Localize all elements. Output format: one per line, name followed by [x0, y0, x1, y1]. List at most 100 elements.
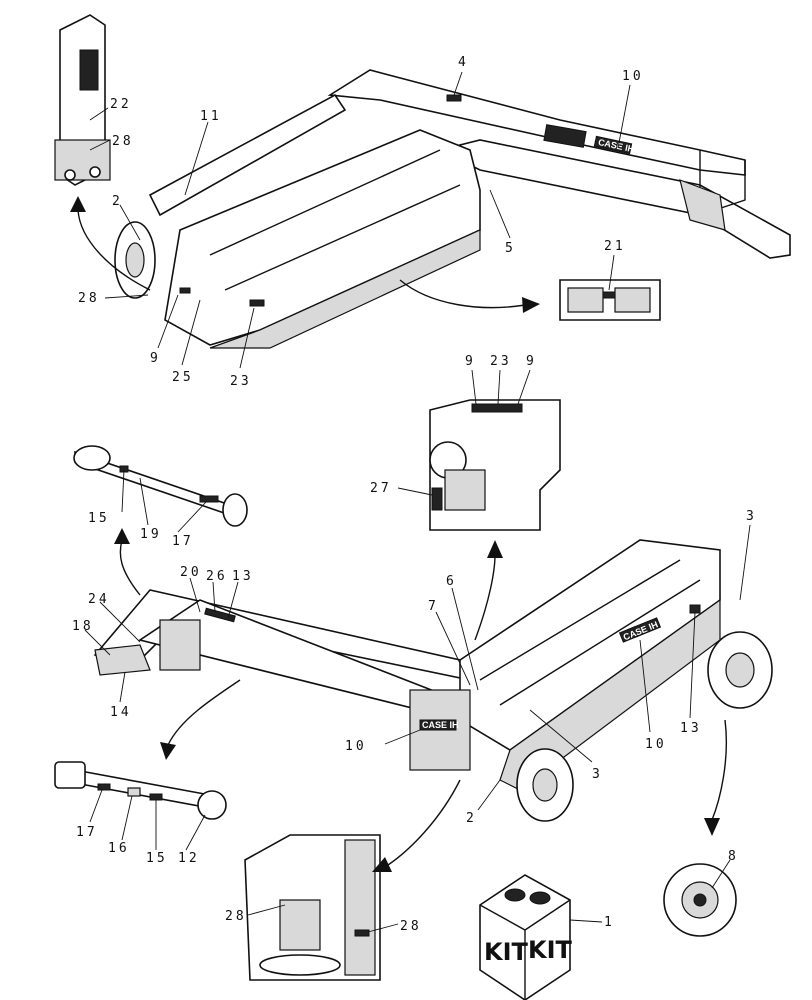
callout-4: 4: [458, 55, 469, 70]
leader-18: [84, 629, 111, 656]
top-mower-assembly: CASE IH: [114, 69, 791, 349]
leader-lines: [84, 71, 751, 933]
callout-15b: 15: [146, 851, 168, 866]
bottom-decals-20-26-13: [204, 607, 236, 623]
arrowhead-top-right: [522, 297, 540, 313]
arrow-to-bottom-inset: [387, 779, 461, 866]
bottom-front-hub: [532, 768, 558, 802]
leader-25: [181, 299, 201, 366]
callout-22: 22: [110, 97, 132, 112]
callout-5: 5: [505, 241, 516, 256]
leader-9c: [517, 369, 531, 405]
arrow-to-wheel-inset: [711, 719, 728, 821]
callout-28b: 28: [78, 291, 100, 306]
callout-3a: 3: [746, 509, 757, 524]
leader-13b: [227, 581, 239, 619]
callout-24: 24: [88, 592, 110, 607]
leader-9a: [157, 294, 179, 349]
bottom-rear-hub: [725, 652, 755, 688]
leader-11: [184, 121, 209, 196]
inset-21-decal: [602, 291, 616, 299]
leader-2b: [477, 779, 501, 811]
decal-15-lower: [149, 793, 163, 801]
arrow-to-top-left-inset: [77, 209, 151, 291]
inset-27-box: [444, 469, 486, 511]
bottom-decal-13: [689, 604, 701, 614]
arrowhead-lower-shaft: [160, 742, 176, 760]
arrowhead-mid-inset: [487, 540, 503, 558]
callout-28c: 28: [225, 909, 247, 924]
leader-4: [453, 71, 463, 96]
leader-27: [397, 487, 433, 496]
inset-bottom-center: [244, 834, 381, 981]
kit-label-right: KIT: [528, 936, 573, 964]
leader-12: [185, 814, 206, 851]
top-decal-4: [446, 94, 462, 102]
arrow-to-mid-inset: [474, 554, 496, 641]
arrowhead-top-left: [70, 196, 86, 212]
callout-10a: 10: [622, 69, 644, 84]
arrowhead-upper-shaft: [114, 528, 130, 544]
leader-3b: [529, 709, 593, 763]
leader-21: [608, 254, 615, 291]
leader-19: [139, 477, 149, 526]
bottom-hitch: [94, 644, 151, 676]
callout-14: 14: [110, 705, 132, 720]
callout-6: 6: [446, 574, 457, 589]
leader-1: [569, 919, 603, 923]
leader-13a: [689, 611, 696, 719]
kit-box: KIT KIT: [479, 874, 573, 1000]
callout-25: 25: [172, 370, 194, 385]
inset-bolt-2: [89, 166, 101, 178]
top-body-front-face: [209, 229, 481, 349]
top-drawbar: [437, 139, 791, 259]
arrow-to-top-right-inset: [399, 279, 526, 309]
top-side-rail: [148, 93, 347, 217]
callout-15a: 15: [88, 511, 110, 526]
inset-decals-9-23: [471, 403, 523, 413]
callout-9a: 9: [150, 351, 161, 366]
leader-7: [435, 611, 471, 686]
leader-28c: [247, 904, 286, 916]
bottom-brand-text-left: CASE IH: [422, 720, 459, 730]
top-body-panel-lines: [209, 149, 461, 291]
callout-19: 19: [140, 527, 162, 542]
leader-23b: [497, 369, 501, 405]
kit-contents-1: [504, 888, 526, 902]
inset-middle-right: [429, 399, 561, 531]
bottom-brand-decal-right: [618, 617, 662, 643]
callout-1: 1: [604, 915, 615, 930]
leader-3a: [739, 524, 751, 601]
leader-16: [121, 795, 133, 841]
decal-16-lower: [127, 787, 141, 797]
kit-label-left: KIT: [484, 938, 529, 966]
leader-28d: [367, 923, 399, 933]
leader-26: [212, 581, 216, 613]
leader-24: [99, 601, 141, 643]
leader-10c: [384, 729, 421, 745]
kit-contents-2: [529, 891, 551, 905]
leader-9b: [471, 369, 477, 405]
driveshaft-upper-yoke: [73, 445, 111, 471]
kit-box-edges: [479, 899, 571, 1000]
leader-17a: [177, 501, 207, 533]
bottom-brand-decal-left: [419, 719, 457, 731]
callout-13a: 13: [680, 721, 702, 736]
top-decal-23: [249, 299, 265, 307]
leader-14: [119, 671, 126, 703]
leader-17b: [89, 789, 103, 823]
callout-27: 27: [370, 481, 392, 496]
callout-21: 21: [604, 239, 626, 254]
callout-2b: 2: [466, 811, 477, 826]
callout-9c: 9: [526, 354, 537, 369]
inset-wheel-hub: [693, 893, 707, 907]
driveshaft-lower-clutch: [197, 790, 227, 820]
decal-17-lower: [97, 783, 111, 791]
bottom-gearbox: [159, 619, 201, 671]
inset-top-right: [559, 279, 661, 321]
leader-2a: [119, 204, 141, 241]
callout-2a: 2: [112, 194, 123, 209]
callout-3b: 3: [592, 767, 603, 782]
top-decal-9: [179, 287, 191, 294]
